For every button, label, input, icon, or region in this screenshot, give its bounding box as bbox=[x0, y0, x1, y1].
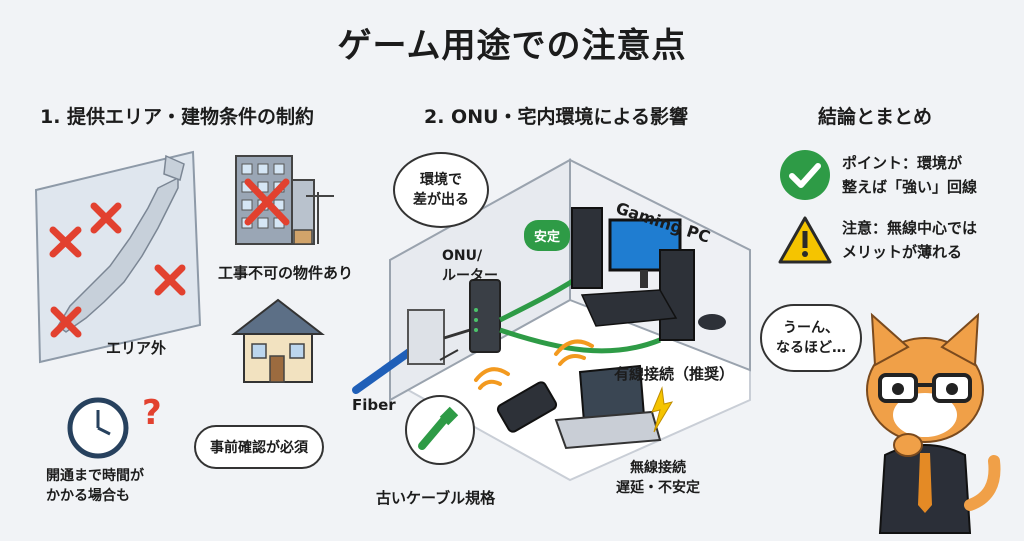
section2-title: 2. ONU・宅内環境による影響 bbox=[424, 106, 688, 128]
time-label-1: 開通まで時間が bbox=[46, 468, 144, 484]
japan-map-illustration bbox=[34, 150, 202, 364]
wireless-label-2: 遅延・不安定 bbox=[616, 480, 700, 496]
cloud-line-1: 環境で bbox=[420, 172, 462, 188]
confirm-bubble: 事前確認が必須 bbox=[194, 425, 324, 469]
cat-bubble-line-2: なるほど… bbox=[776, 340, 846, 356]
wired-connection-label: 有線接続（推奨） bbox=[614, 365, 735, 383]
cat-speech-bubble: うーん、 なるほど… bbox=[760, 304, 862, 372]
stable-badge: 安定 bbox=[524, 220, 571, 251]
area-out-label: エリア外 bbox=[106, 339, 167, 357]
onu-label-1: ONU/ bbox=[442, 248, 483, 264]
page-title: ゲーム用途での注意点 bbox=[337, 26, 687, 66]
fiber-label: Fiber bbox=[352, 396, 396, 414]
clock-icon: ? bbox=[67, 393, 162, 459]
section1-title: 1. 提供エリア・建物条件の制約 bbox=[40, 106, 315, 128]
old-cable-label: 古いケーブル規格 bbox=[376, 489, 496, 507]
onu-label-2: ルーター bbox=[442, 268, 498, 284]
point-line-2: 整えば「強い」回線 bbox=[842, 178, 978, 196]
cat-character-illustration bbox=[866, 312, 1001, 534]
old-cable-icon bbox=[405, 349, 475, 465]
house-icon bbox=[231, 298, 325, 383]
environment-cloud-bubble: 環境で 差が出る bbox=[393, 152, 489, 228]
svg-text:?: ? bbox=[142, 393, 162, 433]
wireless-label-1: 無線接続 bbox=[630, 460, 686, 476]
caution-line-2: メリットが薄れる bbox=[842, 243, 963, 261]
time-label-2: かかる場合も bbox=[46, 488, 130, 504]
cat-bubble-line-1: うーん、 bbox=[783, 320, 839, 336]
cloud-line-2: 差が出る bbox=[413, 192, 469, 208]
building-icon bbox=[235, 155, 334, 245]
warning-icon bbox=[778, 216, 832, 264]
section3-title: 結論とまとめ bbox=[818, 106, 933, 128]
caution-line-1: 注意：無線中心では bbox=[842, 219, 978, 237]
check-icon bbox=[780, 150, 830, 200]
room-illustration bbox=[352, 158, 751, 482]
red-x-icon bbox=[49, 202, 186, 338]
point-line-1: ポイント：環境が bbox=[842, 154, 963, 172]
no-construction-label: 工事不可の物件あり bbox=[218, 264, 354, 282]
